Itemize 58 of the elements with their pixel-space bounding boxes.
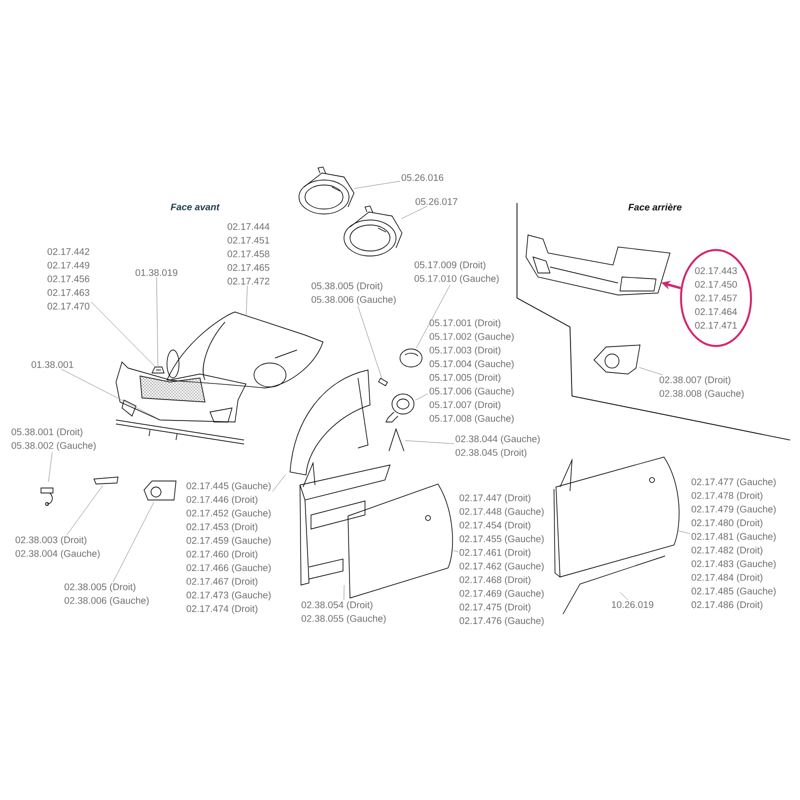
mirror-triangle-drawing: [388, 428, 404, 452]
part-number-list: 02.38.044 (Gauche) 02.38.045 (Droit): [456, 435, 540, 458]
part-number-list: 02.17.477 (Gauche) 02.17.478 (Droit) 02.17.479 (Gauche) 02.17.480 (Droit) 02.17.481 (Gauche) 02.17.482 (Droit) 02.17.483 (Gauche) 02.17.484 (Droit) 02.17.485 (Gauche) 02.17.486 (Droit): [692, 478, 776, 610]
leader-line: [48, 452, 52, 482]
trim-part-drawing: [94, 476, 118, 484]
circled-part-numbers: 02.17.443 02.17.450 02.17.457 02.17.464 02.17.471: [680, 249, 752, 347]
part-number-list: 05.26.017: [416, 198, 458, 205]
rear-door-drawing: [554, 456, 680, 578]
mirror-drawing: [385, 394, 414, 422]
leader-line: [354, 180, 400, 189]
sill-strip-drawing: [562, 556, 666, 614]
leader-line: [638, 367, 664, 376]
front-bumper-drawing: [122, 376, 232, 422]
leader-line: [61, 368, 156, 418]
part-number-list: 02.17.442 02.17.449 02.17.456 02.17.463 02.17.470: [48, 248, 90, 310]
leader-line: [416, 284, 450, 348]
part-number-list: 02.17.444 02.17.451 02.17.458 02.17.465 02.17.472: [228, 223, 270, 285]
leader-line: [452, 550, 458, 552]
front-door-drawing: [348, 484, 453, 598]
section-heading: Face arrière: [628, 204, 682, 211]
part-number-list: 05.17.009 (Droit) 05.17.010 (Gauche): [414, 261, 499, 284]
leader-line: [404, 440, 454, 444]
leader-line: [90, 301, 156, 368]
part-number-list: 05.26.016: [402, 174, 444, 181]
leader-line: [112, 502, 154, 582]
door-inner-panel-drawing: [300, 462, 391, 586]
fog-light-surround-drawing: [144, 480, 176, 500]
leader-line: [620, 592, 628, 600]
part-number-list: 02.38.005 (Droit) 02.38.006 (Gauche): [64, 583, 149, 606]
rear-fog-surround-drawing: [594, 344, 640, 374]
leader-line: [400, 206, 428, 220]
leader-line: [272, 474, 286, 492]
leader-line: [676, 530, 690, 534]
part-number-list: 02.38.003 (Droit) 02.38.004 (Gauche): [16, 536, 100, 559]
clip-drawing: [40, 488, 54, 506]
leader-line: [156, 276, 158, 366]
bumper-strip-drawing: [116, 420, 244, 444]
leader-line: [246, 286, 248, 316]
part-number-list: 05.38.001 (Droit) 05.38.002 (Gauche): [12, 428, 96, 451]
mirror-glass-drawing: [400, 348, 422, 368]
part-number-list: 02.38.007 (Droit) 02.38.008 (Gauche): [660, 376, 744, 399]
headlight-drawing: [344, 206, 402, 256]
section-heading: Face avant: [170, 204, 220, 210]
leader-line: [66, 484, 104, 536]
rear-bumper-drawing: [526, 234, 670, 296]
side-repeater-drawing: [378, 378, 388, 386]
hood-drawing: [166, 312, 324, 388]
part-number-list: 01.38.019: [136, 269, 178, 276]
part-number-list: 02.17.447 (Droit) 02.17.448 (Gauche) 02.17.454 (Droit) 02.17.455 (Gauche) 02.17.461 (Droit) 02.17.462 (Gauche) 02.17.468 (Droit) 02.17.469 (Gauche) 02.17.475 (Droit) 02.17.476 (Gauche): [460, 494, 544, 626]
leader-line: [414, 393, 428, 400]
part-number-list: 05.17.001 (Droit) 05.17.002 (Gauche) 05.17.003 (Droit) 05.17.004 (Gauche) 05.17.005 (Droit) 05.17.006 (Gauche) 05.17.007 (Droit) 05.17.008 (Gauche): [430, 319, 514, 424]
part-number-list: 01.38.001: [32, 361, 74, 368]
leader-line: [358, 306, 382, 380]
part-number-list: 02.17.445 (Gauche) 02.17.446 (Droit) 02.17.452 (Gauche) 02.17.453 (Droit) 02.17.459 (Gauche) 02.17.460 (Droit) 02.17.466 (Gauche) 02.17.467 (Droit) 02.17.473 (Gauche) 02.17.474 (Droit): [186, 482, 271, 614]
fender-drawing: [290, 370, 370, 476]
part-number-list: 05.38.005 (Droit) 05.38.006 (Gauche): [312, 282, 396, 305]
part-number-list: 02.38.054 (Droit) 02.38.055 (Gauche): [302, 601, 386, 624]
headlight-drawing: [298, 166, 354, 214]
